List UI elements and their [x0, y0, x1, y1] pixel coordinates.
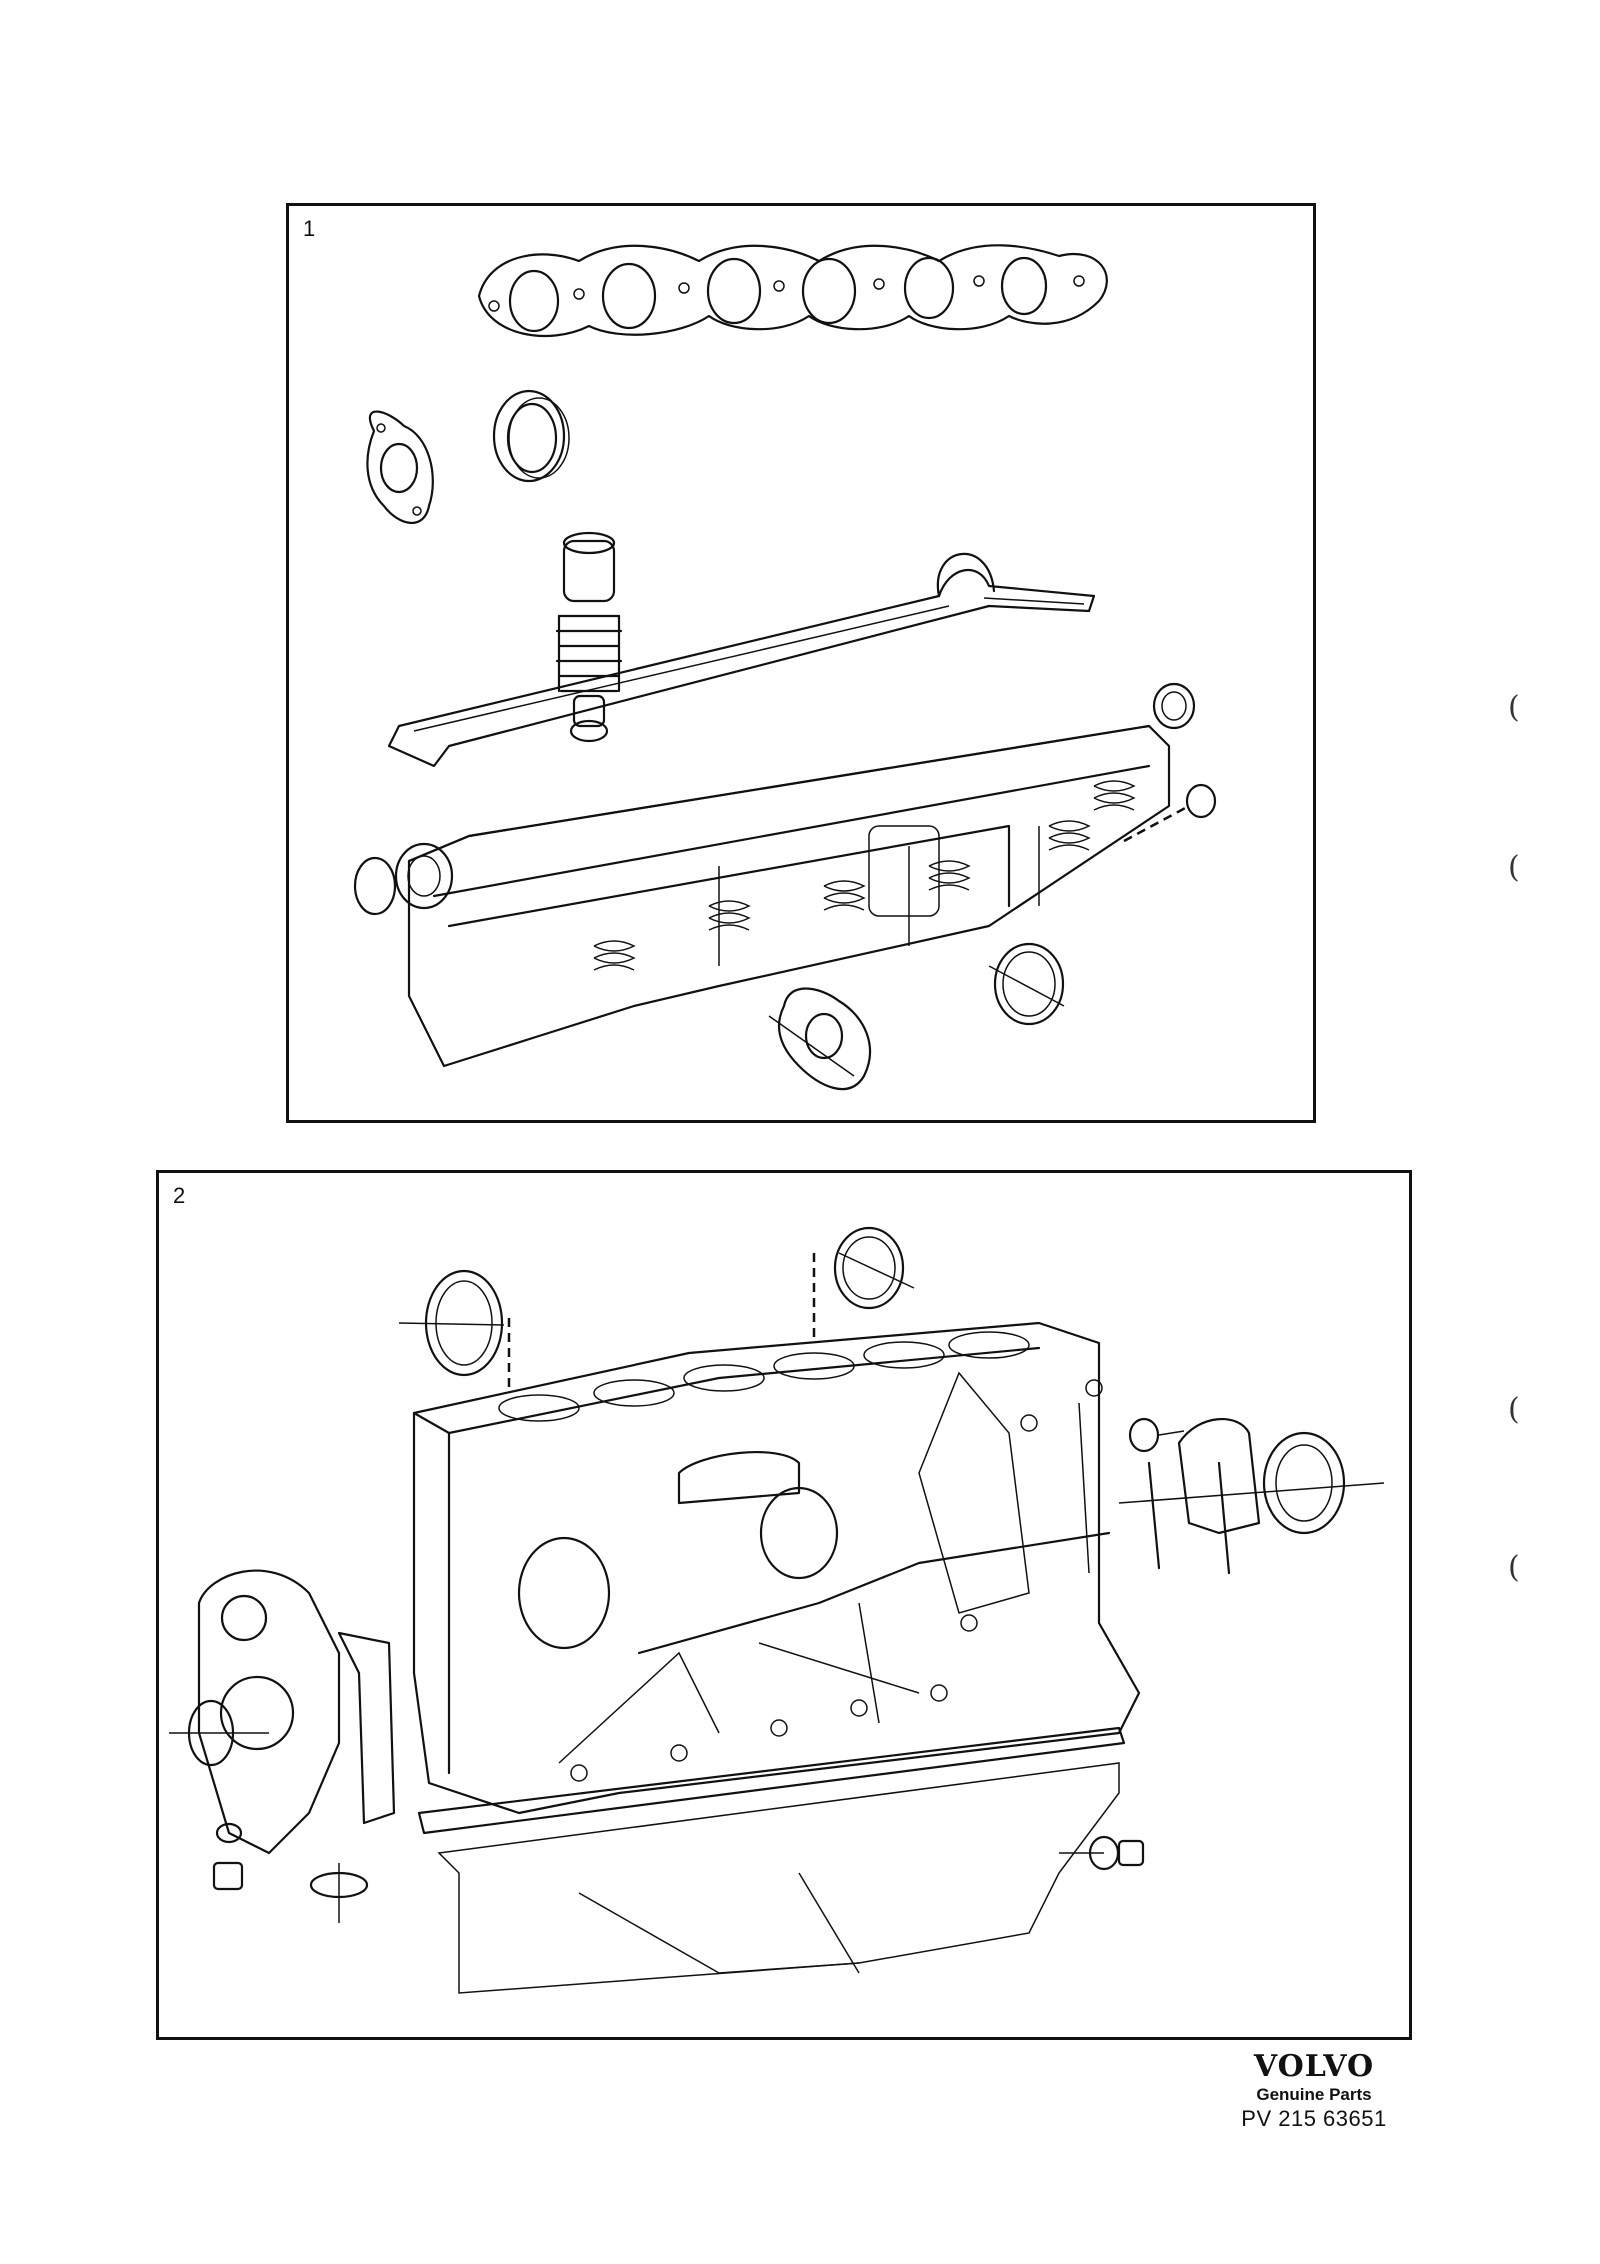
o-ring-right [833, 1226, 905, 1310]
brand-subtitle: Genuine Parts [1256, 2085, 1372, 2104]
panel-number: 1 [303, 216, 316, 241]
valve-seal-stack [555, 531, 623, 743]
valve-cover-gasket [387, 552, 1096, 768]
small-seal-top [1128, 1417, 1160, 1453]
timing-cover-gasket [337, 1631, 396, 1825]
engine-block-illustration [169, 1226, 1385, 1994]
diagram-panel-engine-block: 2 [156, 1170, 1412, 2040]
part-number: PV 215 63651 [1241, 2106, 1387, 2131]
seal-ring [492, 389, 570, 483]
margin-mark: ( [1508, 850, 1520, 885]
engine-block [412, 1321, 1141, 1815]
lower-flange-gasket [768, 987, 872, 1091]
cam-seal-right [1152, 682, 1196, 730]
timing-cover [169, 1569, 396, 1855]
margin-mark: ( [1508, 1550, 1520, 1585]
cylinder-head [353, 724, 1171, 1068]
plug-washer [215, 1822, 243, 1844]
flange-gasket [366, 410, 434, 524]
margin-mark: ( [1508, 690, 1520, 725]
oil-pan-gasket [417, 1726, 1126, 1994]
rear-seal-assembly [1118, 1418, 1385, 1575]
diagram-panel-cylinder-head: 1 [286, 203, 1316, 1123]
cam-seal-left [353, 856, 397, 916]
drain-plug [212, 1861, 244, 1891]
manifold-gasket [477, 244, 1108, 338]
margin-mark: ( [1508, 1392, 1520, 1427]
panel-number: 2 [173, 1183, 186, 1208]
cylinder-head-illustration [353, 244, 1217, 1091]
brand-block: VOLVO Genuine Parts PV 215 63651 [1224, 2050, 1404, 2132]
volvo-logo: VOLVO [1253, 2049, 1375, 2084]
thermostat-o-ring [993, 942, 1065, 1026]
